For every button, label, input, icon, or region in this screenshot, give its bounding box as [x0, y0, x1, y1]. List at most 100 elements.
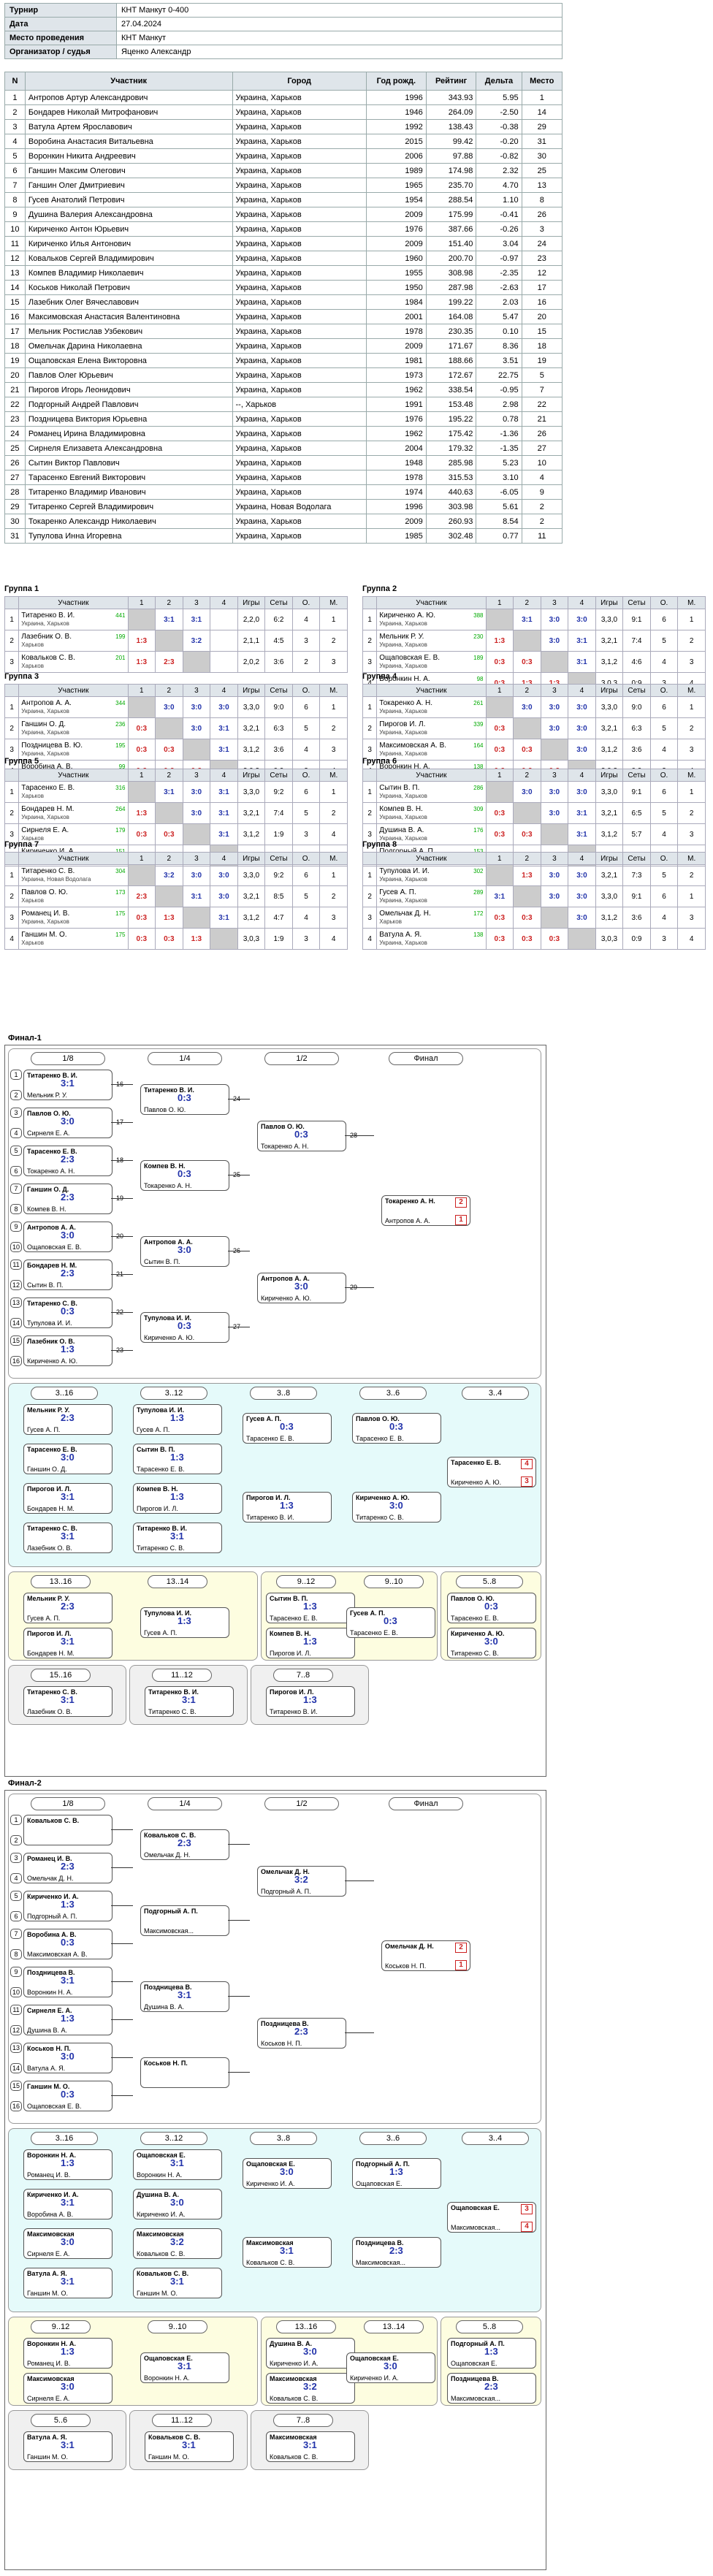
- column-header: О.: [291, 596, 321, 609]
- round-label: 3..8: [250, 2132, 317, 2145]
- points: 6: [291, 864, 321, 886]
- table-cell: 0.78: [476, 411, 522, 427]
- match-score: 3:0: [484, 1636, 498, 1647]
- connector-line: [111, 1981, 133, 1982]
- match-score: 3:1: [61, 1636, 75, 1647]
- round-label: 9..12: [276, 1575, 336, 1588]
- match-player-2: Титаренко В. И.: [270, 1708, 318, 1715]
- match-player-1: Бондарев Н. М.: [27, 1262, 77, 1269]
- table-cell: 8.36: [476, 338, 522, 354]
- score-cell: 0:3: [485, 717, 514, 739]
- row-number: 2: [4, 630, 20, 652]
- table-cell: Украина, Харьков: [232, 441, 367, 456]
- table-cell: 7: [521, 382, 563, 397]
- match-score: 1:3: [303, 1601, 317, 1612]
- rating: 236: [115, 721, 126, 728]
- match-player-1: Поздницева В.: [356, 2239, 404, 2247]
- column-header: 3: [540, 596, 569, 609]
- player-name: Тарасенко Е. В.: [21, 784, 75, 792]
- seed-number: 6: [10, 1911, 22, 1921]
- match-player-1: Павлов О. Ю.: [27, 1110, 71, 1117]
- table-cell: 30: [521, 148, 563, 164]
- table-cell: Украина, Харьков: [232, 470, 367, 485]
- match-player-2: Лазебник О. В.: [27, 1544, 72, 1552]
- score-cell: [485, 609, 514, 630]
- column-header: [4, 684, 20, 697]
- match-player-1: Ощаповская Е.: [137, 2152, 186, 2159]
- match-player-2: Токаренко А. Н.: [27, 1167, 75, 1175]
- table-cell: 9: [521, 484, 563, 500]
- score-cell: [513, 630, 541, 652]
- table-cell: 16: [4, 309, 26, 324]
- match-player-2: Кириченко И. А.: [350, 2374, 399, 2382]
- place-b: 4: [521, 2222, 533, 2232]
- score-cell: 3:1: [155, 781, 183, 803]
- match-score: 3:2: [303, 2381, 317, 2392]
- table-cell: 195.22: [425, 411, 477, 427]
- player-name: Токаренко А. Н.: [379, 699, 433, 707]
- player-name: Ковальков С. В.: [21, 654, 75, 662]
- table-cell: 1948: [365, 455, 427, 470]
- table-cell: -1.35: [476, 441, 522, 456]
- connector-line: [228, 1099, 250, 1100]
- points: 5: [649, 802, 679, 824]
- table-cell: 343.93: [425, 90, 477, 105]
- match-score: 3:0: [61, 1116, 75, 1127]
- games: 3,2,1: [595, 802, 624, 824]
- match-player-1: Тупулова И. И.: [137, 1406, 184, 1414]
- table-cell: Сытин Виктор Павлович: [24, 455, 233, 470]
- match-player-2: Максимовская...: [144, 1927, 194, 1935]
- points: 3: [291, 823, 321, 845]
- table-cell: 20: [521, 309, 563, 324]
- table-cell: 24: [521, 236, 563, 251]
- column-header: 3: [182, 684, 211, 697]
- score-cell: 1:3: [127, 651, 156, 673]
- match-player-1: Тарасенко Е. В.: [451, 1459, 501, 1466]
- column-header: М.: [319, 852, 348, 865]
- column-header: О.: [649, 684, 679, 697]
- column-header: Участник: [376, 596, 487, 609]
- column-header: 2: [155, 596, 183, 609]
- points: 5: [291, 885, 321, 907]
- rating: 199: [115, 633, 126, 640]
- games: 3,2,1: [595, 630, 624, 652]
- match-score: 0:3: [178, 1168, 191, 1179]
- match-player-2: Титаренко С. В.: [451, 1650, 499, 1657]
- match-player-1: Максимовская: [270, 2434, 317, 2441]
- score-cell: 1:3: [127, 630, 156, 652]
- group-title: Группа 6: [362, 757, 397, 766]
- column-header: 4: [210, 684, 238, 697]
- table-cell: Ганшин Максим Олегович: [24, 163, 233, 178]
- seed-number: 14: [10, 1318, 22, 1328]
- table-cell: Сирнеля Елизавета Александровна: [24, 441, 233, 456]
- score-cell: 3:0: [210, 696, 238, 718]
- table-cell: Украина, Харьков: [232, 251, 367, 266]
- round-label: 7..8: [273, 1669, 333, 1682]
- row-number: 3: [4, 651, 20, 673]
- match-player-1: Омельчак Д. Н.: [385, 1943, 434, 1950]
- player-name: Ганшин О. Д.: [21, 720, 66, 728]
